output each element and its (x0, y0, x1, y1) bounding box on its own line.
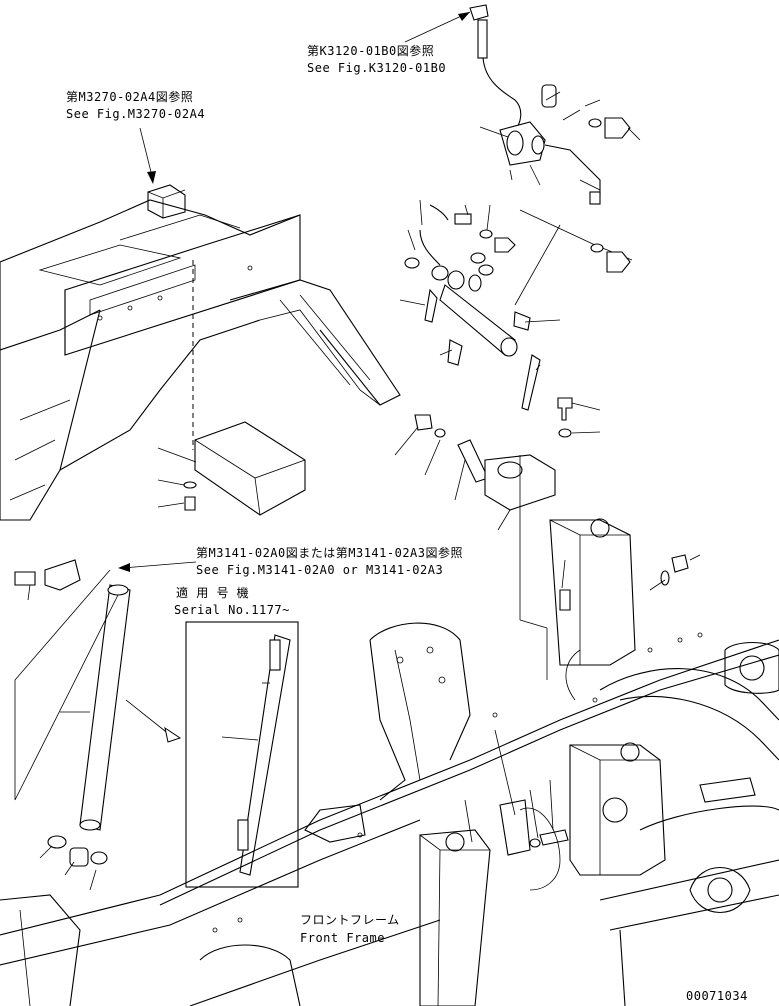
callout-frame-jp: フロントフレーム (300, 913, 400, 927)
middle-linkage-assembly (394, 199, 633, 680)
nipple-icon (589, 191, 601, 205)
callout-serial-en: Serial No.1177~ (174, 603, 290, 617)
callout-k3120-jp: 第K3120-01B0図参照 (307, 43, 434, 58)
washer-icon (183, 481, 197, 489)
callout-m3141-en: See Fig.M3141-02A0 or M3141-02A3 (196, 563, 443, 577)
callout-k3120: 第K3120-01B0図参照 See Fig.K3120-01B0 (307, 11, 471, 75)
bolt-icon (447, 339, 463, 366)
bolt-icon (539, 829, 569, 846)
callout-serial-jp: 適 用 号 機 (176, 585, 249, 600)
drawing-number: 00071034 (686, 989, 748, 1003)
bushing-icon (69, 847, 89, 867)
bolt-icon (494, 237, 516, 253)
stay-rod-new-icon (239, 634, 291, 876)
rod-end-icon (521, 354, 541, 411)
bolt-icon (414, 414, 433, 431)
washer-icon (529, 838, 541, 848)
pipe-icon (477, 19, 488, 59)
fitting-icon (469, 4, 489, 21)
callout-frame-en: Front Frame (300, 931, 385, 945)
front-frame (0, 518, 779, 1006)
washer-icon (588, 118, 602, 128)
bolt-icon (606, 251, 631, 273)
sleeve-icon (541, 84, 557, 108)
bolt-icon (14, 571, 36, 586)
callout-m3270: 第M3270-02A4図参照 See Fig.M3270-02A4 (66, 89, 205, 184)
grease-fitting-icon (424, 288, 438, 323)
bolt-icon (604, 117, 631, 139)
callout-m3270-en: See Fig.M3270-02A4 (66, 107, 205, 121)
washer-icon (558, 428, 572, 438)
upper-fitting-assembly (469, 4, 641, 205)
bolt-icon (557, 397, 573, 421)
callout-m3270-jp: 第M3270-02A4図参照 (66, 89, 193, 104)
callout-serial: 適 用 号 機 Serial No.1177~ (174, 585, 290, 617)
bolt-icon (184, 496, 196, 511)
callout-front-frame: フロントフレーム Front Frame (300, 913, 400, 945)
washer-icon (590, 243, 604, 253)
upper-housing-assembly (0, 184, 401, 521)
washer-icon (479, 229, 493, 239)
serial-inset-box (185, 621, 299, 888)
callout-k3120-en: See Fig.K3120-01B0 (307, 61, 446, 75)
pin-icon (457, 439, 489, 483)
battery-tray (157, 421, 306, 516)
callout-m3141-jp: 第M3141-02A0図または第M3141-02A3図参照 (196, 545, 463, 560)
bolt-icon (454, 213, 472, 225)
left-stay-assembly (14, 559, 182, 891)
callout-m3141: 第M3141-02A0図または第M3141-02A3図参照 See Fig.M3… (118, 545, 463, 577)
